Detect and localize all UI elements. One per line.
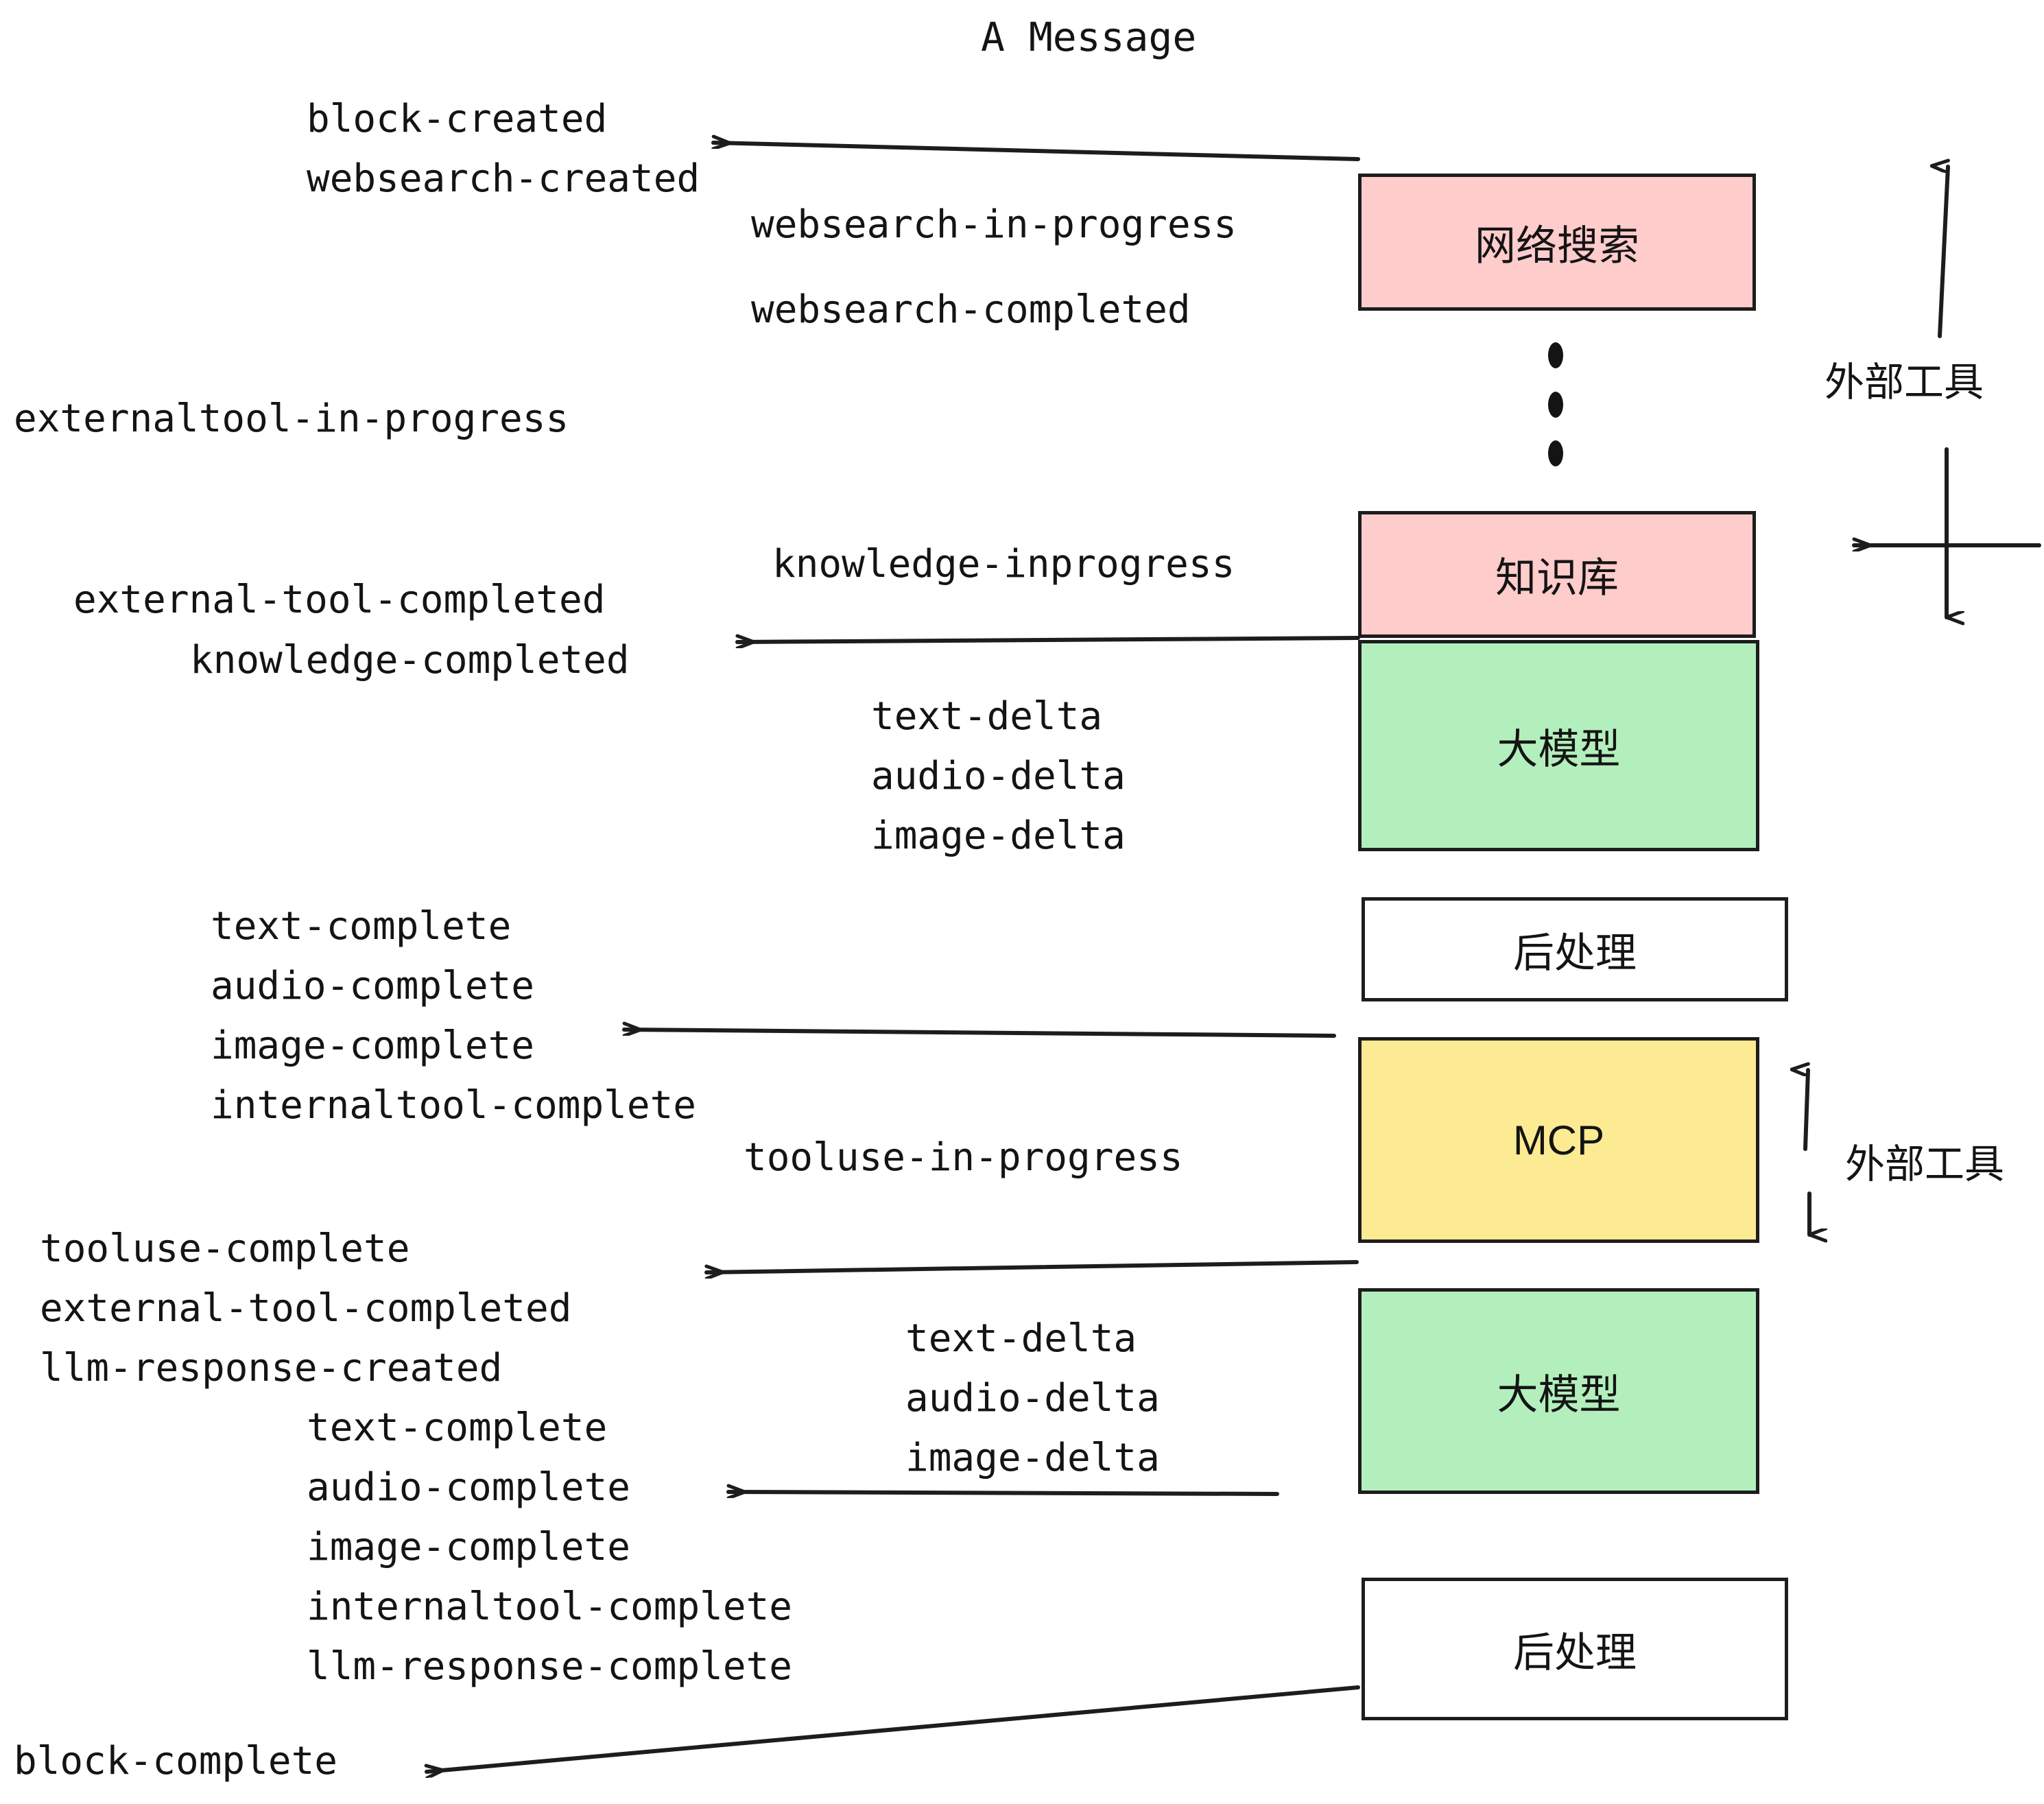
event-audio-complete-1: audio-complete xyxy=(211,964,535,1008)
event-text-delta-2: text-delta xyxy=(905,1316,1137,1361)
event-websearch-created: websearch-created xyxy=(307,156,700,201)
box-llm-bottom-label: 大模型 xyxy=(1497,1370,1621,1419)
event-tooluse-in-progress: tooluse-in-progress xyxy=(744,1135,1183,1180)
arrow-websearch-to-block-created xyxy=(711,143,1360,161)
event-knowledge-completed: knowledge-completed xyxy=(190,638,630,683)
event-llm-response-created: llm-response-created xyxy=(40,1346,503,1390)
event-knowledge-inprogress: knowledge-inprogress xyxy=(772,542,1235,586)
box-postprocess-top: 后处理 xyxy=(1362,897,1788,1001)
arrow-mcp-to-tooluse-complete xyxy=(704,1260,1359,1272)
box-mcp-label: MCP xyxy=(1512,1117,1605,1163)
event-image-delta-1: image-delta xyxy=(871,814,1126,858)
event-external-tool-completed-2: external-tool-completed xyxy=(40,1286,572,1331)
box-llm-top-label: 大模型 xyxy=(1497,725,1621,774)
event-websearch-completed: websearch-completed xyxy=(751,287,1191,332)
event-audio-delta-2: audio-delta xyxy=(905,1376,1160,1421)
arrow-knowledge-to-knowledge-completed xyxy=(735,638,1360,642)
box-knowledge: 知识库 xyxy=(1358,511,1756,638)
box-postprocess-top-label: 后处理 xyxy=(1513,929,1637,977)
box-mcp: MCP xyxy=(1358,1037,1759,1243)
external-tool-bracket-bottom xyxy=(1805,1070,1810,1151)
box-postprocess-bottom-label: 后处理 xyxy=(1513,1628,1637,1677)
event-llm-response-complete: llm-response-complete xyxy=(307,1644,793,1689)
vertical-ellipsis xyxy=(1548,342,1563,466)
event-image-complete-1: image-complete xyxy=(211,1023,535,1068)
diagram-title: A Message xyxy=(981,14,1197,60)
group-label-external-tool-top: 外部工具 xyxy=(1825,359,1984,405)
box-llm-top: 大模型 xyxy=(1358,640,1759,851)
event-text-delta-1: text-delta xyxy=(871,694,1103,739)
event-block-created: block-created xyxy=(307,97,608,141)
arrow-llm-to-audio-complete xyxy=(726,1492,1279,1494)
event-image-delta-2: image-delta xyxy=(905,1436,1160,1480)
box-knowledge-label: 知识库 xyxy=(1495,554,1619,602)
arrow-postprocess-to-block-complete xyxy=(427,1685,1360,1772)
group-label-external-tool-bottom: 外部工具 xyxy=(1845,1141,2005,1187)
event-block-complete: block-complete xyxy=(14,1739,338,1783)
event-websearch-in-progress: websearch-in-progress xyxy=(751,202,1237,247)
arrow-postprocess-to-image-complete xyxy=(622,1030,1336,1038)
event-tooluse-complete: tooluse-complete xyxy=(40,1226,410,1271)
event-internaltool-complete-1: internaltool-complete xyxy=(211,1083,697,1128)
box-postprocess-bottom: 后处理 xyxy=(1362,1578,1788,1720)
box-websearch: 网络搜索 xyxy=(1358,174,1756,311)
event-text-complete-2: text-complete xyxy=(307,1405,608,1450)
event-image-complete-2: image-complete xyxy=(307,1525,631,1569)
event-audio-complete-2: audio-complete xyxy=(307,1465,631,1510)
box-llm-bottom: 大模型 xyxy=(1358,1288,1759,1494)
event-text-complete-1: text-complete xyxy=(211,904,512,949)
event-internaltool-complete-2: internaltool-complete xyxy=(307,1585,793,1629)
box-websearch-label: 网络搜索 xyxy=(1475,222,1639,270)
event-audio-delta-1: audio-delta xyxy=(871,754,1126,798)
event-external-tool-completed-1: external-tool-completed xyxy=(73,578,606,622)
event-externaltool-in-progress: externaltool-in-progress xyxy=(14,396,569,441)
